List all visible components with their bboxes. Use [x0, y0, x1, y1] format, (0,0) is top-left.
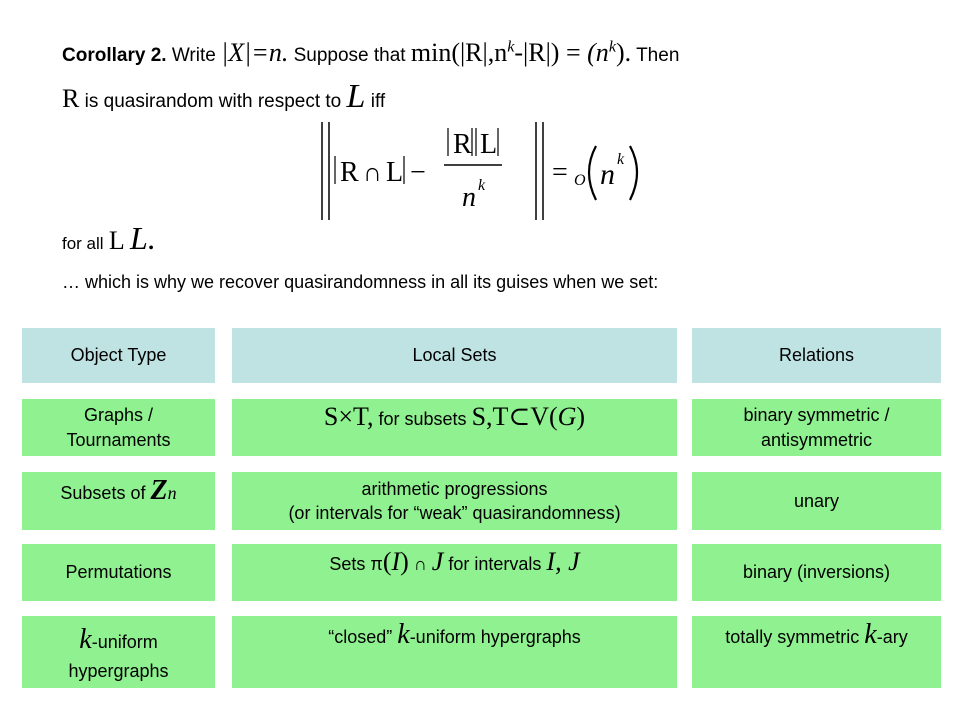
suppose-text: Suppose that	[293, 45, 406, 66]
eq-rhs-n: n	[600, 158, 615, 191]
eq-lhs-l: L	[386, 157, 403, 188]
eq-den-n: n	[462, 182, 476, 213]
script-l-symbol: L	[346, 78, 366, 115]
header-object-type: Object Type	[22, 328, 215, 383]
min-expression: min(|R|,nk-|R|) = (nk).	[410, 38, 632, 67]
row-hypergraphs-local-sets: “closed” k-uniform hypergraphs	[232, 616, 677, 688]
for-all-text: for all	[62, 234, 104, 253]
equation-graphic: R ∩ L − R L n k = O n k	[321, 122, 639, 220]
eq-equals: =	[552, 157, 568, 188]
header-relations: Relations	[692, 328, 941, 383]
row-subsets-local-sets: arithmetic progressions (or intervals fo…	[232, 472, 677, 530]
for-all-line: for all L L.	[62, 220, 156, 257]
for-all-l-symbol: L	[108, 226, 125, 255]
row-permutations-object: Permutations	[22, 544, 215, 601]
eq-minus: −	[410, 157, 426, 188]
eq-num-r: R	[453, 129, 472, 160]
recover-line: … which is why we recover quasirandomnes…	[62, 272, 659, 292]
quasirandom-equation: R ∩ L − R L n k = O n k	[300, 118, 660, 228]
header-local-sets: Local Sets	[232, 328, 677, 383]
row-subsets-relations: unary	[692, 472, 941, 530]
r-symbol: R	[62, 84, 80, 113]
row-permutations-relations: binary (inversions)	[692, 544, 941, 601]
row-graphs-relations: binary symmetric / antisymmetric	[692, 399, 941, 456]
eq-num-l: L	[480, 129, 497, 160]
row-graphs-object: Graphs / Tournaments	[22, 399, 215, 456]
row-hypergraphs-object: k-uniform hypergraphs	[22, 616, 215, 688]
x-expression: |X|=n.	[221, 38, 289, 67]
row-permutations-local-sets: Sets π(I) ∩ J for intervals I, J	[232, 544, 677, 601]
eq-cap: ∩	[363, 158, 382, 187]
eq-den-k: k	[478, 177, 486, 194]
eq-lhs-r: R	[340, 157, 359, 188]
corollary-line-1: Corollary 2. Write |X|=n. Suppose that m…	[62, 38, 679, 68]
corollary-label: Corollary 2.	[62, 45, 167, 66]
write-word: Write	[171, 45, 216, 66]
quasirandom-text: is quasirandom with respect to	[84, 91, 342, 112]
for-all-script-l: L.	[130, 220, 156, 256]
corollary-line-2: R is quasirandom with respect to L iff	[62, 78, 385, 116]
eq-rhs-k: k	[617, 151, 625, 168]
eq-right-paren	[629, 145, 639, 201]
eq-big-o: O	[574, 172, 586, 189]
row-graphs-local-sets: S×T, for subsets S,T⊂V(G)	[232, 399, 677, 456]
then-word: Then	[636, 45, 680, 66]
eq-left-paren	[587, 145, 597, 201]
iff-word: iff	[370, 91, 386, 112]
row-hypergraphs-relations: totally symmetric k-ary	[692, 616, 941, 688]
